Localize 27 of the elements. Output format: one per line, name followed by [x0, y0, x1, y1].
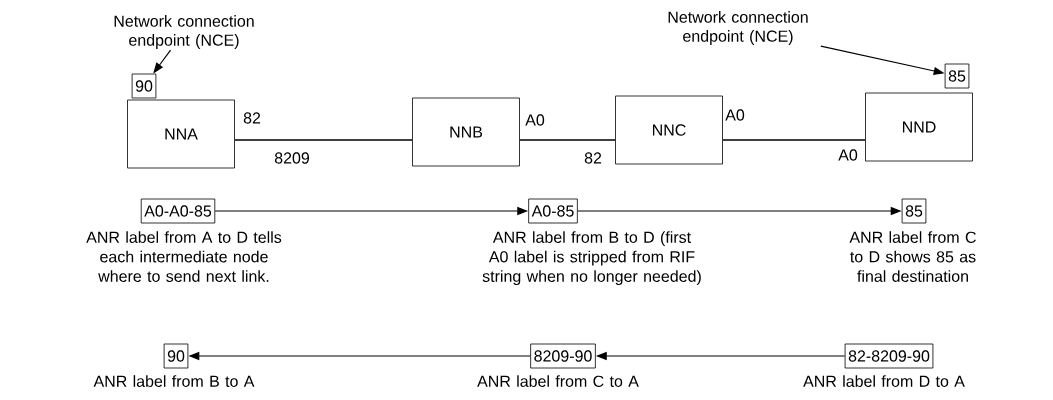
node-box: NNB	[412, 97, 520, 167]
edge-label: 8209	[274, 152, 310, 164]
label-box: 85	[901, 198, 927, 224]
port-label: A0	[838, 149, 858, 161]
node-box: NNA	[127, 99, 235, 169]
caption-text: ANR label from C to D shows 85 as final destination	[849, 231, 976, 282]
caption-text: ANR label from B to A	[93, 375, 255, 387]
node-box: NNC	[615, 95, 723, 165]
label-box: A0-85	[528, 198, 578, 224]
caption-text: ANR label from D to A	[803, 375, 965, 387]
label-box: 90	[163, 343, 189, 369]
callout-text: Network connection endpoint (NCE)	[114, 15, 254, 49]
label-box: 90	[131, 73, 157, 99]
connection-line	[519, 139, 616, 141]
node-box: NND	[865, 92, 973, 162]
port-label: A0	[525, 114, 545, 126]
label-box: 8209-90	[530, 343, 596, 369]
callout-text: Network connection endpoint (NCE)	[668, 11, 808, 45]
label-box: 82-8209-90	[844, 343, 934, 369]
label-box: 85	[944, 63, 970, 89]
connection-line	[722, 139, 866, 141]
port-label: 82	[584, 152, 602, 164]
connection-line	[234, 139, 413, 141]
caption-text: ANR label from B to D (first A0 label is stripped from RIF string when no longer needed)	[482, 231, 701, 286]
caption-text: ANR label from A to D tells each intermediate node where to send next link.	[86, 231, 282, 282]
caption-text: ANR label from C to A	[477, 375, 639, 387]
label-box: A0-A0-85	[140, 198, 216, 224]
